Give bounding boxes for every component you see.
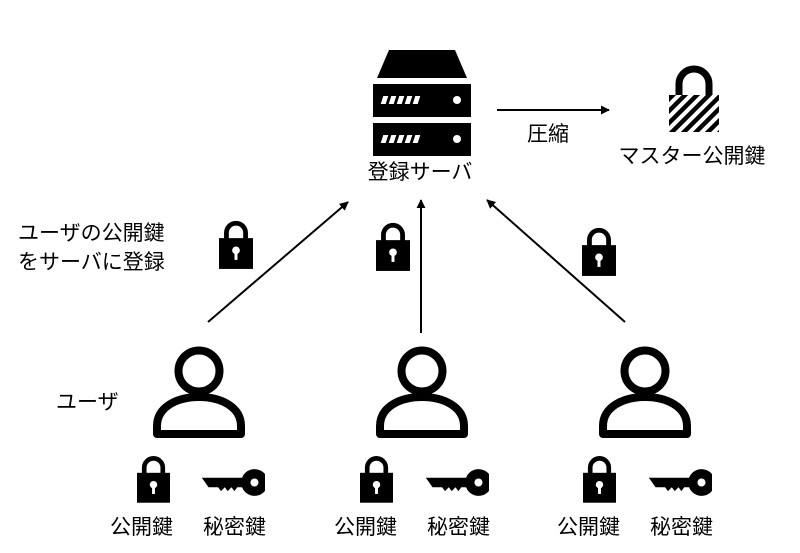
public-key-label: 公開鍵	[557, 515, 620, 539]
padlock-icon	[360, 458, 393, 502]
padlock-icon	[582, 230, 616, 276]
private-key-label: 秘密鍵	[427, 515, 490, 539]
user-icon	[157, 351, 241, 435]
user-icon	[603, 351, 687, 435]
striped-padlock-icon	[669, 65, 719, 132]
key-icon	[648, 469, 712, 496]
register-arrow-right	[486, 199, 626, 323]
server-icon	[373, 50, 471, 156]
public-key-label: 公開鍵	[110, 515, 173, 539]
register-arrow-left	[207, 201, 349, 323]
key-icon	[425, 469, 489, 496]
private-key-label: 秘密鍵	[203, 515, 266, 539]
public-key-label: 公開鍵	[334, 515, 397, 539]
compress-label: 圧縮	[527, 122, 569, 146]
padlock-icon	[219, 223, 253, 269]
padlock-icon	[583, 458, 616, 502]
register-note-line2: をサーバに登録	[18, 250, 165, 274]
user-icon	[380, 351, 464, 435]
key-icon	[201, 469, 265, 496]
padlock-icon	[376, 225, 410, 271]
private-key-label: 秘密鍵	[650, 515, 713, 539]
master-public-key-label: マスター公開鍵	[618, 144, 766, 168]
padlock-icon	[137, 458, 170, 502]
register-note-line1: ユーザの公開鍵	[18, 221, 165, 245]
server-label: 登録サーバ	[367, 160, 473, 184]
user-label: ユーザ	[56, 390, 119, 414]
